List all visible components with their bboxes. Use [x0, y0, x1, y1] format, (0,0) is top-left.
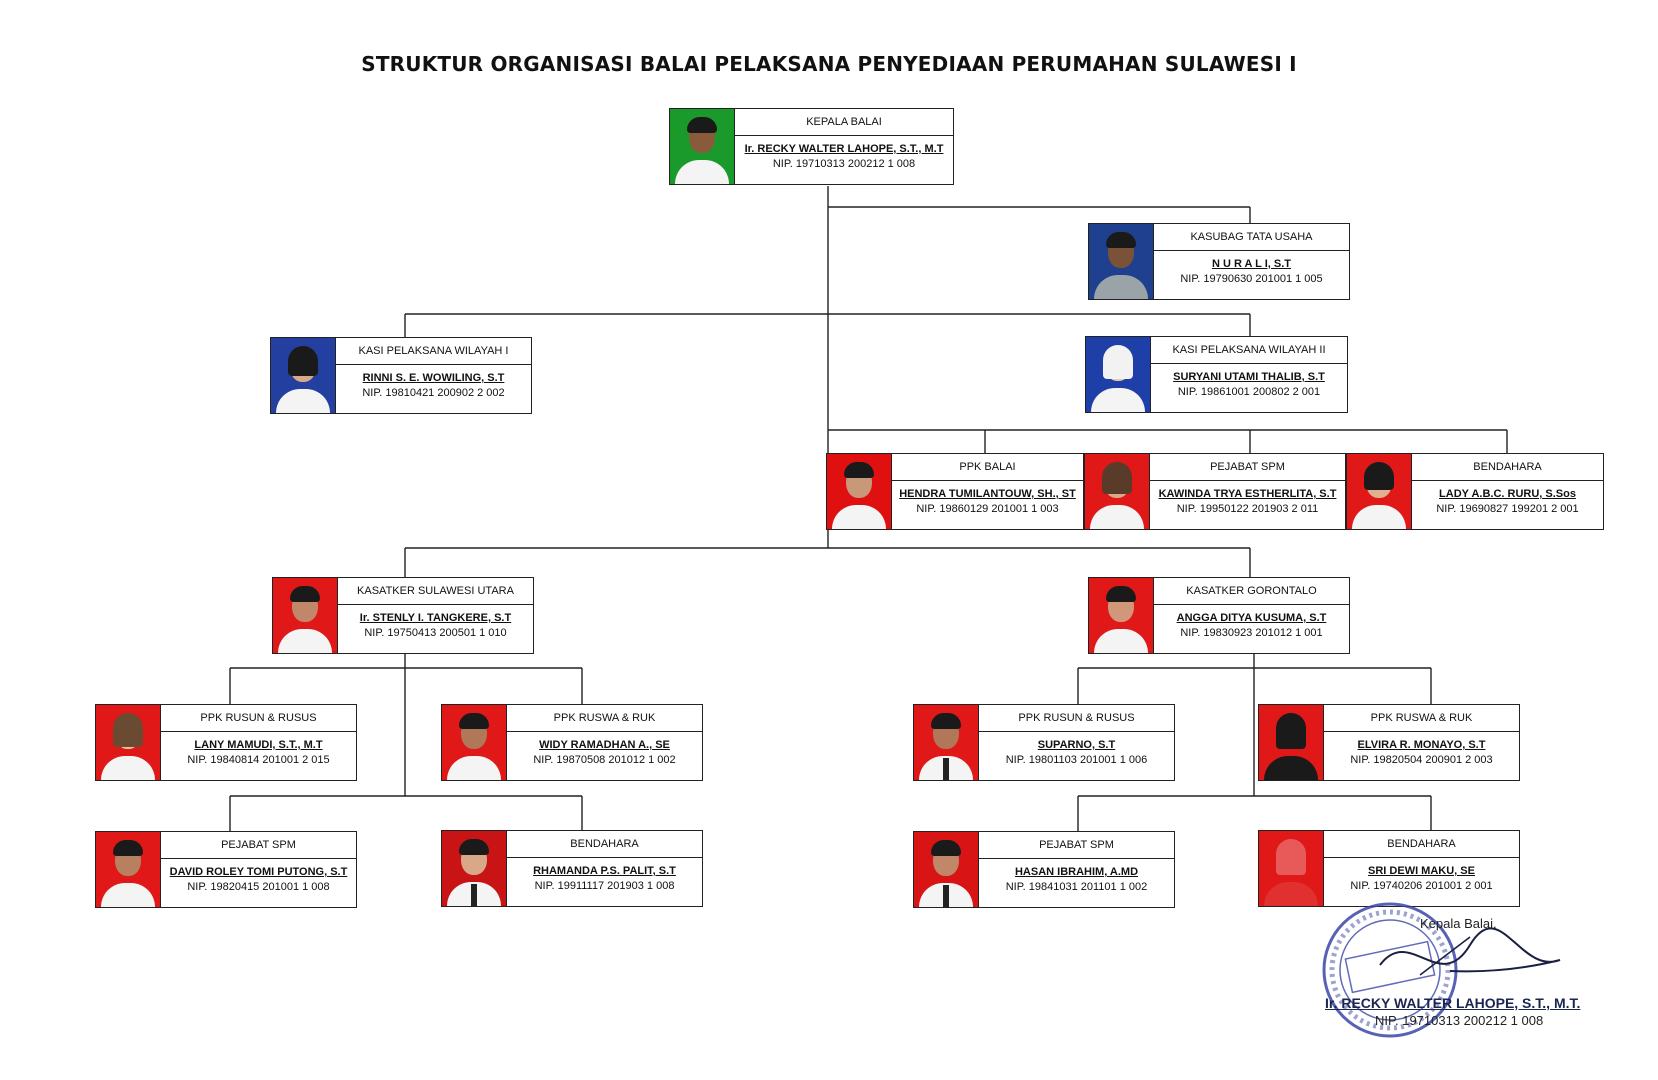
person-name: N U R A L I, S.T [1211, 258, 1292, 270]
photo-gtlo-ppk-rusun [914, 705, 979, 780]
person-name: Ir. STENLY I. TANGKERE, S.T [359, 612, 512, 624]
role-label: KASI PELAKSANA WILAYAH II [1151, 337, 1347, 364]
photo-sulut-ppk-ruswa [442, 705, 507, 780]
person-nip: NIP. 19860129 201001 1 003 [916, 503, 1059, 515]
person-name: LADY A.B.C. RURU, S.Sos [1439, 488, 1576, 500]
photo-sulut-spm [96, 832, 161, 907]
person-nip: NIP. 19740206 201001 2 001 [1350, 880, 1493, 892]
photo-gtlo-ppk-ruswa [1259, 705, 1324, 780]
signature-title: Kepala Balai, [1420, 916, 1497, 931]
person-nip: NIP. 19861001 200802 2 001 [1177, 386, 1321, 398]
person-nip: NIP. 19810421 200902 2 002 [362, 387, 505, 399]
role-label: PPK RUSUN & RUSUS [979, 705, 1174, 732]
person-name: ELVIRA R. MONAYO, S.T [1357, 739, 1486, 751]
person-nip: NIP. 19710313 200212 1 008 [772, 158, 916, 170]
person-nip: NIP. 19690827 199201 2 001 [1436, 503, 1579, 515]
photo-kasi-1 [271, 338, 336, 413]
role-label: PPK RUSWA & RUK [507, 705, 702, 732]
person-name: SURYANI UTAMI THALIB, S.T [1173, 371, 1325, 383]
photo-kasatker-gorontalo [1089, 578, 1154, 653]
person-nip: NIP. 19911117 201903 1 008 [534, 880, 675, 892]
person-nip: NIP. 19840814 201001 2 015 [187, 754, 330, 766]
photo-sulut-ppk-rusun [96, 705, 161, 780]
card-kasatker-sulut: KASATKER SULAWESI UTARA Ir. STENLY I. TA… [272, 577, 534, 654]
photo-kasubag [1089, 224, 1154, 299]
role-label: PPK BALAI [892, 454, 1083, 481]
photo-sulut-bendahara [442, 831, 507, 906]
photo-pejabat-spm [1085, 454, 1150, 529]
role-label: PPK RUSWA & RUK [1324, 705, 1519, 732]
chart-title: STRUKTUR ORGANISASI BALAI PELAKSANA PENY… [361, 52, 1297, 76]
signature-nip: NIP. 19710313 200212 1 008 [1375, 1013, 1544, 1028]
official-stamp-icon [1322, 902, 1458, 1038]
role-label: KASATKER GORONTALO [1154, 578, 1349, 605]
photo-gtlo-bendahara [1259, 831, 1324, 906]
card-kasatker-gorontalo: KASATKER GORONTALO ANGGA DITYA KUSUMA, S… [1088, 577, 1350, 654]
card-gtlo-ppk-rusun: PPK RUSUN & RUSUS SUPARNO, S.T NIP. 1980… [913, 704, 1175, 781]
signature-name: Ir. RECKY WALTER LAHOPE, S.T., M.T. [1325, 995, 1581, 1011]
role-label: BENDAHARA [1324, 831, 1519, 858]
card-sulut-ppk-rusun: PPK RUSUN & RUSUS LANY MAMUDI, S.T., M.T… [95, 704, 357, 781]
role-label: KEPALA BALAI [735, 109, 953, 136]
role-label: PEJABAT SPM [979, 832, 1174, 859]
person-nip: NIP. 19870508 201012 1 002 [533, 754, 676, 766]
person-nip: NIP. 19790630 201001 1 005 [1180, 273, 1323, 285]
person-name: SUPARNO, S.T [1037, 739, 1116, 751]
card-gtlo-pejabat-spm: PEJABAT SPM HASAN IBRAHIM, A.MD NIP. 198… [913, 831, 1175, 908]
photo-kasatker-sulut [273, 578, 338, 653]
person-nip: NIP. 19801103 201001 1 006 [1005, 754, 1148, 766]
card-bendahara-balai: BENDAHARA LADY A.B.C. RURU, S.Sos NIP. 1… [1346, 453, 1604, 530]
role-label: KASUBAG TATA USAHA [1154, 224, 1349, 251]
person-name: RHAMANDA P.S. PALIT, S.T [533, 865, 676, 877]
role-label: PEJABAT SPM [1150, 454, 1345, 481]
card-gtlo-ppk-ruswa: PPK RUSWA & RUK ELVIRA R. MONAYO, S.T NI… [1258, 704, 1520, 781]
person-name: ANGGA DITYA KUSUMA, S.T [1176, 612, 1327, 624]
person-name: WIDY RAMADHAN A., SE [539, 739, 670, 751]
card-kasi-wilayah-2: KASI PELAKSANA WILAYAH II SURYANI UTAMI … [1085, 336, 1348, 413]
photo-kepala-balai [670, 109, 735, 184]
card-kepala-balai: KEPALA BALAI Ir. RECKY WALTER LAHOPE, S.… [669, 108, 954, 185]
photo-ppk-balai [827, 454, 892, 529]
role-label: KASATKER SULAWESI UTARA [338, 578, 533, 605]
person-nip: NIP. 19820504 200901 2 003 [1350, 754, 1493, 766]
card-pejabat-spm-balai: PEJABAT SPM KAWINDA TRYA ESTHERLITA, S.T… [1084, 453, 1346, 530]
card-gtlo-bendahara: BENDAHARA SRI DEWI MAKU, SE NIP. 1974020… [1258, 830, 1520, 907]
signature-scribble-icon [1379, 927, 1561, 976]
card-sulut-ppk-ruswa: PPK RUSWA & RUK WIDY RAMADHAN A., SE NIP… [441, 704, 703, 781]
person-name: KAWINDA TRYA ESTHERLITA, S.T [1158, 488, 1337, 500]
card-kasi-wilayah-1: KASI PELAKSANA WILAYAH I RINNI S. E. WOW… [270, 337, 532, 414]
person-nip: NIP. 19841031 201101 1 002 [1005, 881, 1148, 893]
person-name: SRI DEWI MAKU, SE [1368, 865, 1475, 877]
person-name: LANY MAMUDI, S.T., M.T [194, 739, 323, 751]
person-name: RINNI S. E. WOWILING, S.T [362, 372, 505, 384]
person-name: HASAN IBRAHIM, A.MD [1014, 866, 1139, 878]
role-label: BENDAHARA [507, 831, 702, 858]
role-label: PEJABAT SPM [161, 832, 356, 859]
photo-kasi-2 [1086, 337, 1151, 412]
card-sulut-bendahara: BENDAHARA RHAMANDA P.S. PALIT, S.T NIP. … [441, 830, 703, 907]
role-label: PPK RUSUN & RUSUS [161, 705, 356, 732]
person-nip: NIP. 19750413 200501 1 010 [364, 627, 507, 639]
person-name: HENDRA TUMILANTOUW, SH., ST [899, 488, 1076, 500]
person-nip: NIP. 19820415 201001 1 008 [187, 881, 330, 893]
role-label: KASI PELAKSANA WILAYAH I [336, 338, 531, 365]
person-name: DAVID ROLEY TOMI PUTONG, S.T [169, 866, 348, 878]
person-nip: NIP. 19950122 201903 2 011 [1176, 503, 1319, 515]
card-ppk-balai: PPK BALAI HENDRA TUMILANTOUW, SH., ST NI… [826, 453, 1084, 530]
role-label: BENDAHARA [1412, 454, 1603, 481]
person-name: Ir. RECKY WALTER LAHOPE, S.T., M.T [744, 143, 944, 155]
card-sulut-pejabat-spm: PEJABAT SPM DAVID ROLEY TOMI PUTONG, S.T… [95, 831, 357, 908]
photo-bendahara [1347, 454, 1412, 529]
photo-gtlo-spm [914, 832, 979, 907]
card-kasubag-tata-usaha: KASUBAG TATA USAHA N U R A L I, S.T NIP.… [1088, 223, 1350, 300]
person-nip: NIP. 19830923 201012 1 001 [1180, 627, 1323, 639]
